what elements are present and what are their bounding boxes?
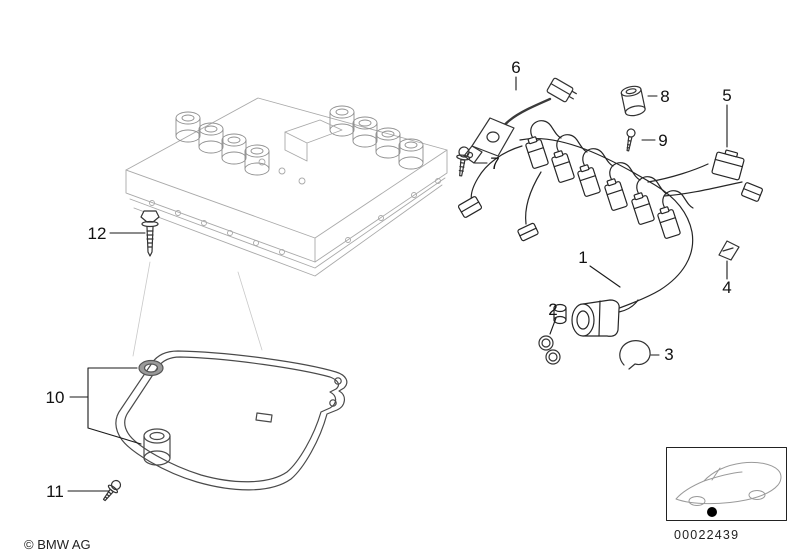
part-8-sleeve: [620, 85, 646, 117]
part-3-clamp: [619, 340, 651, 370]
solenoid-plug: [551, 150, 575, 183]
part-7-screw: [456, 146, 471, 177]
part-thumbnail-box: [666, 447, 787, 521]
solenoid-cluster-left: [175, 111, 270, 176]
guide-sleeve-drawing: [553, 303, 567, 325]
part-2-o-rings: [538, 335, 561, 365]
part-1-round-connector: [553, 299, 639, 337]
part-4-clip: [718, 240, 740, 261]
branch-connector: [741, 182, 763, 202]
callout-9[interactable]: 9: [658, 131, 667, 150]
callout-8[interactable]: 8: [660, 87, 669, 106]
solenoid-plug: [657, 206, 681, 239]
filter-neck-drawing: [143, 428, 171, 466]
copyright-text: © BMW AG: [24, 537, 91, 552]
car-icon: [675, 461, 782, 506]
part-12-bolt: [140, 210, 160, 257]
callout-4[interactable]: 4: [722, 278, 731, 297]
solenoid-plug: [604, 178, 628, 211]
part-11-screw: [102, 479, 122, 502]
branch-connector: [517, 222, 539, 242]
callout-2[interactable]: 2: [548, 300, 557, 319]
part-5-connector: [711, 149, 745, 181]
callout-3[interactable]: 3: [664, 345, 673, 364]
valve-body-drawing: [125, 97, 448, 277]
location-dot: [707, 507, 717, 517]
seal-ring-drawing: [138, 359, 164, 377]
wiring-harness-drawing: [457, 120, 763, 337]
part-9-screw: [626, 128, 636, 152]
callout-11[interactable]: 11: [46, 482, 64, 501]
solenoid-plug: [577, 164, 601, 197]
callout-7[interactable]: 7: [490, 154, 499, 173]
callout-12[interactable]: 12: [88, 224, 107, 243]
callout-10[interactable]: 10: [46, 388, 65, 407]
callout-6[interactable]: 6: [511, 58, 520, 77]
assembly-alignment-lines: [132, 261, 263, 357]
solenoid-cluster-right: [329, 105, 424, 170]
part-6-position-switch: [463, 77, 577, 164]
oil-pan-gasket-drawing: [115, 350, 348, 491]
callout-5[interactable]: 5: [722, 86, 731, 105]
solenoid-plug: [525, 136, 549, 169]
branch-connector: [457, 196, 483, 218]
image-number: 00022439: [674, 528, 739, 542]
callout-1[interactable]: 1: [578, 248, 587, 267]
solenoid-plug: [631, 192, 655, 225]
callout-leader-lines: [67, 76, 728, 492]
